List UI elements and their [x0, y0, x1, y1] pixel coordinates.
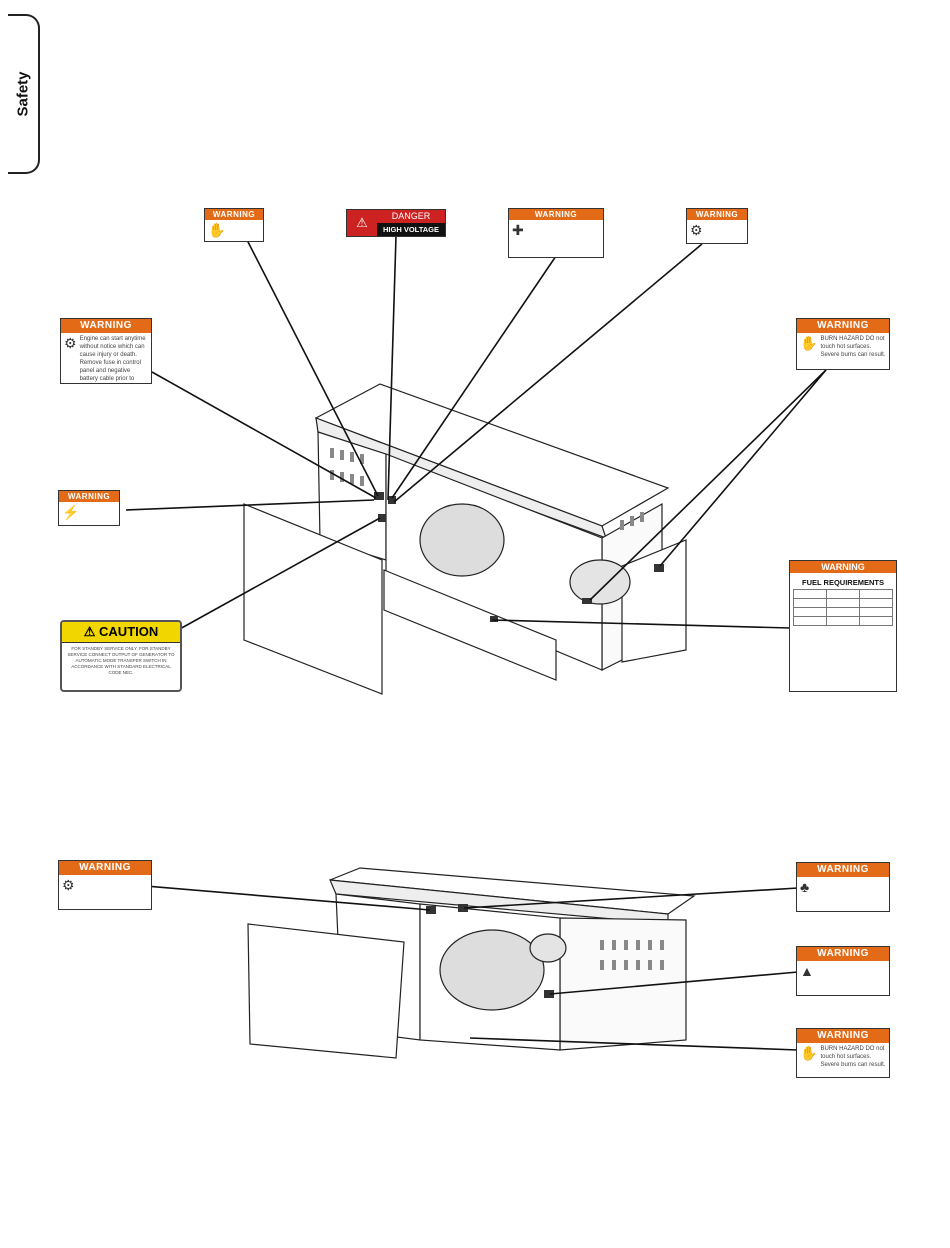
- warning-engine-start-decal: WARNING ⚙Engine can start anytime withou…: [60, 318, 152, 384]
- battery-acid-icon: ▲: [800, 963, 814, 979]
- warning-burn-decal-top: WARNING ✋BURN HAZARD DO not touch hot su…: [796, 318, 890, 370]
- rotating-parts-icon: ⚙: [62, 877, 75, 893]
- hand-hazard-icon: ✋: [208, 222, 226, 238]
- danger-high-voltage-decal: ⚠ DANGER HIGH VOLTAGE: [346, 209, 446, 237]
- fan-hazard-icon: ✚: [512, 222, 524, 238]
- warning-fuel-requirements-decal: WARNING FUEL REQUIREMENTS: [789, 560, 897, 692]
- warning-decal-top-4: WARNING ⚙: [686, 208, 748, 244]
- warning-decal-top-3: WARNING ✚: [508, 208, 604, 258]
- warning-decal-bottom-right-1: WARNING ♣: [796, 862, 890, 912]
- electric-hazard-icon: ⚠: [347, 210, 377, 236]
- caution-standby-decal: ⚠ CAUTION FOR STANDBY SERVICE ONLY. FOR …: [60, 620, 182, 692]
- vent-slots: [330, 448, 664, 970]
- warning-decal-bottom-right-2: WARNING ▲: [796, 946, 890, 996]
- leader-lines: [121, 235, 827, 1051]
- fuel-table: [793, 589, 893, 626]
- hot-surface-icon: ✋: [800, 1045, 818, 1061]
- top-generator-drawing: [243, 383, 687, 695]
- warning-decal-bottom-left: WARNING ⚙: [58, 860, 152, 910]
- person-hazard-icon: ♣: [800, 879, 810, 895]
- safety-section-tab: Safety: [8, 14, 40, 174]
- bottom-generator-drawing: [247, 867, 696, 1059]
- warning-decal-top-1: WARNING ✋: [204, 208, 264, 242]
- caution-header: ⚠ CAUTION: [62, 622, 180, 643]
- auto-start-icon: ⚙: [64, 335, 77, 351]
- warning-decal-left-mid: WARNING ⚡: [58, 490, 120, 526]
- warning-burn-decal-bottom: WARNING ✋BURN HAZARD DO not touch hot su…: [796, 1028, 890, 1078]
- hot-surface-icon: ✋: [800, 335, 818, 351]
- label-location-markers: [374, 492, 664, 998]
- battery-hazard-icon: ⚡: [62, 504, 80, 520]
- belt-hazard-icon: ⚙: [690, 222, 703, 238]
